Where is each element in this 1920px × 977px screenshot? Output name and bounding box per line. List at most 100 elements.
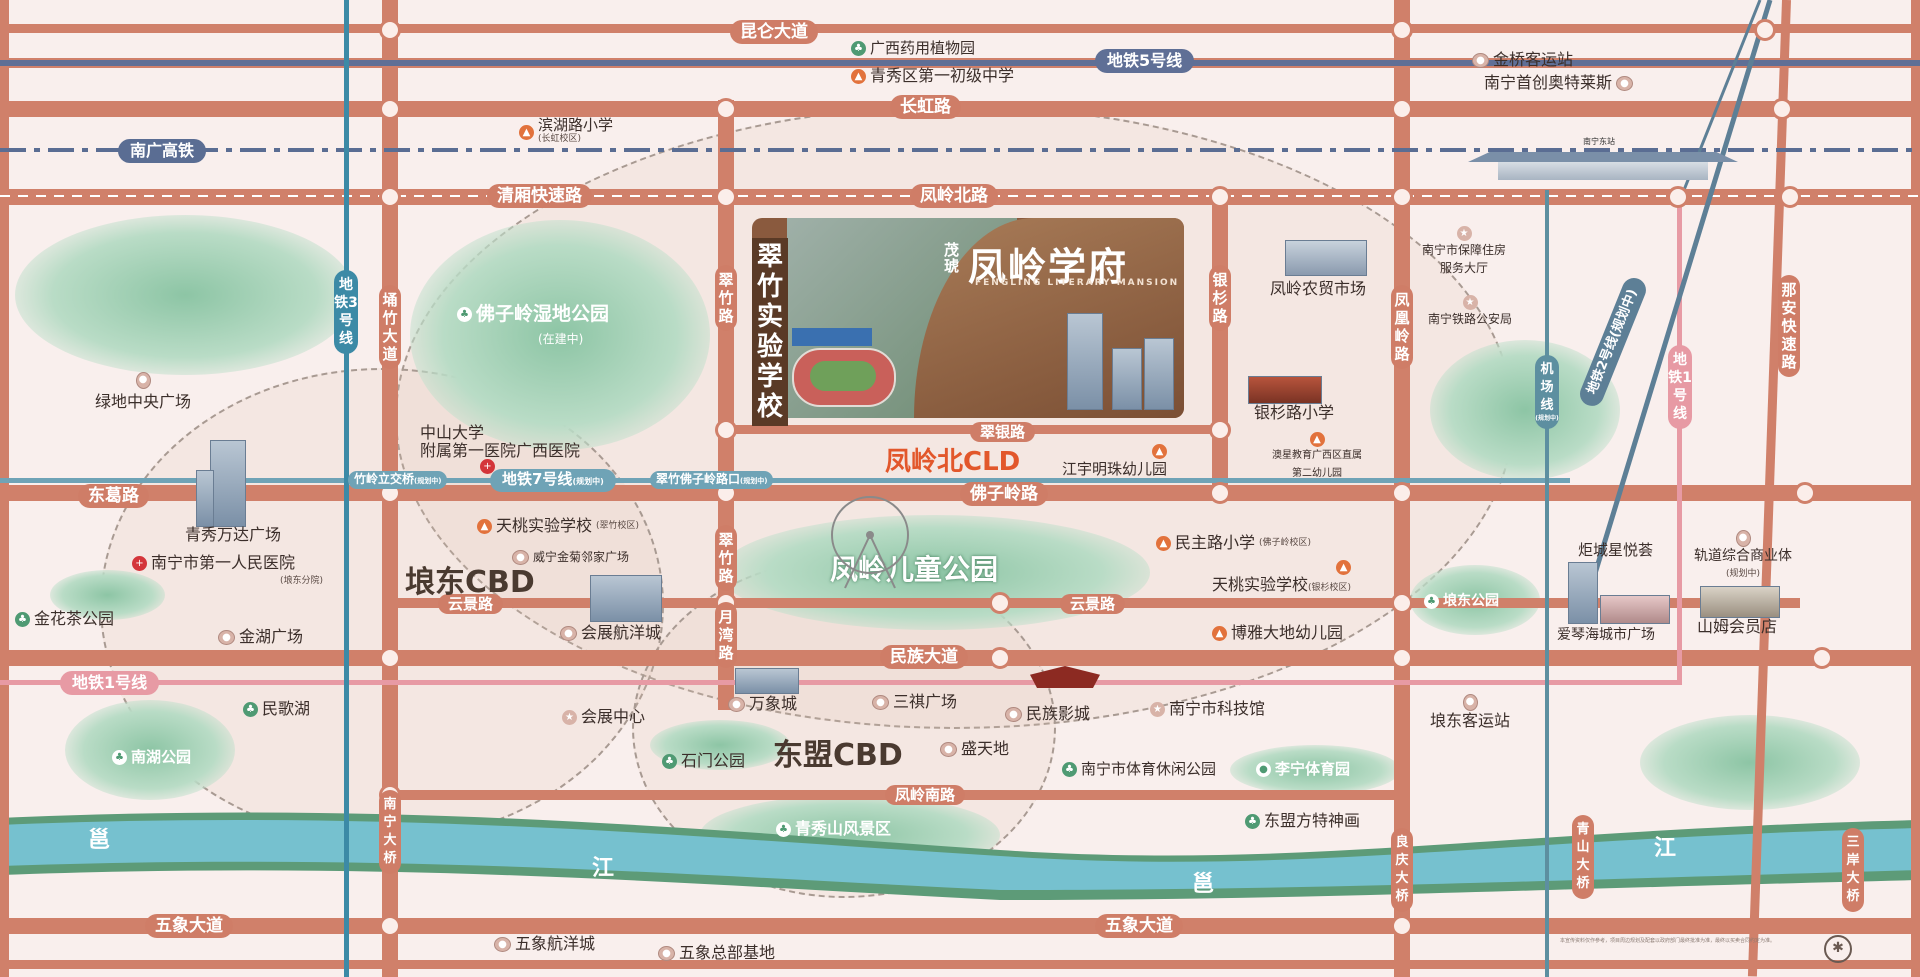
poi-minge-lake[interactable]: ♣民歌湖 <box>243 700 310 718</box>
poi-jiangyu[interactable]: ▲江宇明珠幼儿园 <box>1062 444 1168 478</box>
tower-1 <box>1067 313 1103 410</box>
poi-huizhan-hy[interactable]: ●会展航洋城 <box>560 624 661 642</box>
poi-fengling-market[interactable]: 凤岭农贸市场 <box>1270 280 1366 298</box>
poi-shengtian[interactable]: ●盛天地 <box>940 740 1009 758</box>
node <box>1391 98 1413 120</box>
park-green-nanhu <box>65 700 235 800</box>
poi-label: 炬城星悦荟 <box>1578 541 1654 559</box>
poi-qingxiu-middle[interactable]: ▲青秀区第一初级中学 <box>851 67 1014 85</box>
sports-icon: ● <box>1256 761 1271 777</box>
poi-jinhuacha[interactable]: ♣金花茶公园 <box>15 610 114 628</box>
poi-qingxiu-mountain[interactable]: ♣青秀山风景区 <box>776 820 891 838</box>
poi-huizhan-center[interactable]: ★会展中心 <box>562 708 645 726</box>
node <box>1391 592 1413 614</box>
poi-science[interactable]: ★南宁市科技馆 <box>1150 700 1265 718</box>
poi-juchengxing[interactable]: 炬城星悦荟 <box>1578 541 1653 559</box>
node <box>379 98 401 120</box>
metro-line1 <box>0 680 1680 685</box>
poi-label: 会展中心 <box>581 707 646 726</box>
poi-tiantao2[interactable]: ▲天桃实验学校(银杉校区) <box>1212 560 1352 597</box>
poi-minzhu[interactable]: ▲民主路小学(佛子岭校区) <box>1156 534 1311 552</box>
poi-outlets[interactable]: 南宁首创奥特莱斯● <box>1484 74 1634 92</box>
poi-sanqi[interactable]: ●三祺广场 <box>872 693 957 711</box>
poi-label: 东盟方特神画 <box>1264 811 1361 830</box>
poi-fozilingl-park[interactable]: ♣佛子岭湿地公园 <box>457 305 609 324</box>
track-field <box>810 361 876 391</box>
mall-icon: ● <box>218 629 235 645</box>
road-yinshan <box>1212 190 1228 500</box>
poi-sports-park[interactable]: ♣南宁市体育休闲公园 <box>1062 760 1216 778</box>
poi-wuxiang-hy[interactable]: ●五象航洋城 <box>494 935 595 953</box>
node <box>1754 19 1776 41</box>
metro-line1-v <box>1677 200 1682 685</box>
park-icon: ♣ <box>112 749 127 765</box>
poi-note: (长虹校区) <box>538 134 582 144</box>
park-icon: ♣ <box>1062 761 1077 777</box>
poi-shimen-park[interactable]: ♣石门公园 <box>662 752 745 770</box>
school-icon: ▲ <box>519 124 534 140</box>
road-label-changhong: 长虹路 <box>890 95 961 119</box>
school-icon: ▲ <box>851 68 866 84</box>
poi-binhu-school[interactable]: ▲滨湖路小学(长虹校区) <box>519 118 613 146</box>
poi-dongmeng-fangte[interactable]: ♣东盟方特神画 <box>1245 812 1360 830</box>
metro-label-highspeed: 南广高铁 <box>118 139 207 163</box>
mall-icon: ● <box>872 694 889 710</box>
poi-zhongshan-hospital[interactable]: 中山大学附属第一医院广西医院 <box>420 424 580 460</box>
poi-label-2: 附属第一医院广西医院 <box>420 441 581 460</box>
mall-icon: ● <box>512 549 529 565</box>
poi-label: 山姆会员店 <box>1697 617 1778 636</box>
metro-label-line1-v: 地铁1号线 <box>1668 345 1692 429</box>
poi-label: 澳星教育广西区直属 <box>1272 450 1362 461</box>
poi-label: 青秀区第一初级中学 <box>870 66 1015 85</box>
road-label-yunjing2: 云景路 <box>1060 594 1126 614</box>
park-green-jinhuacha <box>50 570 165 620</box>
poi-boya[interactable]: ▲博雅大地幼儿园 <box>1212 624 1343 642</box>
poi-aoxing[interactable]: ▲澳星教育广西区直属第二幼儿园 <box>1272 432 1362 483</box>
sam-building <box>1700 586 1780 618</box>
poi-guangxi-plant[interactable]: ♣广西药用植物园 <box>851 39 975 57</box>
poi-jinhu[interactable]: ●金湖广场 <box>218 628 303 646</box>
poi-label: 青秀万达广场 <box>185 525 282 544</box>
mall-icon: ● <box>135 372 151 389</box>
mall-icon: ● <box>940 741 957 757</box>
road-label-yongzhu: 埇竹大道 <box>379 285 401 369</box>
poi-label: 南宁市第一人民医院 <box>151 553 296 572</box>
poi-label: 五象总部基地 <box>679 943 776 962</box>
poi-guidao[interactable]: ●轨道综合商业体(规划中) <box>1694 530 1792 583</box>
hospital-icon: + <box>480 459 495 474</box>
courts <box>792 328 872 346</box>
poi-label: 江宇明珠幼儿园 <box>1062 460 1168 478</box>
poi-aiqinhai[interactable]: 爱琴海城市广场 <box>1557 626 1655 644</box>
road-kunlun <box>0 24 1920 33</box>
park-green-right <box>1430 340 1620 480</box>
river-label-4: 江 <box>1654 836 1677 861</box>
poi-judong-station[interactable]: ●埌东客运站 <box>1430 694 1510 730</box>
metro-line7 <box>0 478 1570 483</box>
wanda-building <box>210 440 246 527</box>
poi-sam[interactable]: 山姆会员店 <box>1697 618 1777 636</box>
poi-jinqiao[interactable]: ●金桥客运站 <box>1472 51 1573 69</box>
poi-weining[interactable]: ●威宁金菊邻家广场 <box>512 548 629 566</box>
yinshan-school-building <box>1248 376 1322 404</box>
poi-note: (佛子岭校区) <box>1259 538 1312 548</box>
minzu-cinema-roof <box>1030 666 1100 688</box>
poi-nanhu-park[interactable]: ♣南湖公园 <box>112 748 191 766</box>
poi-minzu-cinema[interactable]: ●民族影城 <box>1005 705 1090 723</box>
poi-judong-park[interactable]: ♣埌东公园 <box>1424 592 1499 610</box>
poi-wuxiang-hq[interactable]: ●五象总部基地 <box>658 944 775 962</box>
poi-wanxiang[interactable]: ●万象城 <box>728 695 797 713</box>
metro-label-line7: 地铁7号线(规划中) <box>490 469 616 492</box>
node <box>989 592 1011 614</box>
poi-wanda[interactable]: 青秀万达广场 <box>185 526 281 544</box>
poi-yinshan-school[interactable]: 银杉路小学 <box>1254 404 1334 422</box>
poi-lining[interactable]: ●李宁体育园 <box>1256 760 1350 778</box>
poi-renmin-hospital[interactable]: +南宁市第一人民医院 <box>132 554 295 572</box>
poi-housing[interactable]: ★南宁市保障住房服务大厅 <box>1420 226 1508 277</box>
road-label-liangqing-bridge: 良庆大桥 <box>1391 828 1413 912</box>
tower-3 <box>1144 338 1174 410</box>
school-icon: ▲ <box>1336 560 1352 575</box>
poi-rail-police[interactable]: ★南宁铁路公安局 <box>1428 295 1512 328</box>
poi-tiantao1[interactable]: ▲天桃实验学校(翠竹校区) <box>477 517 639 535</box>
poi-lvdi[interactable]: ●绿地中央广场 <box>95 372 191 411</box>
